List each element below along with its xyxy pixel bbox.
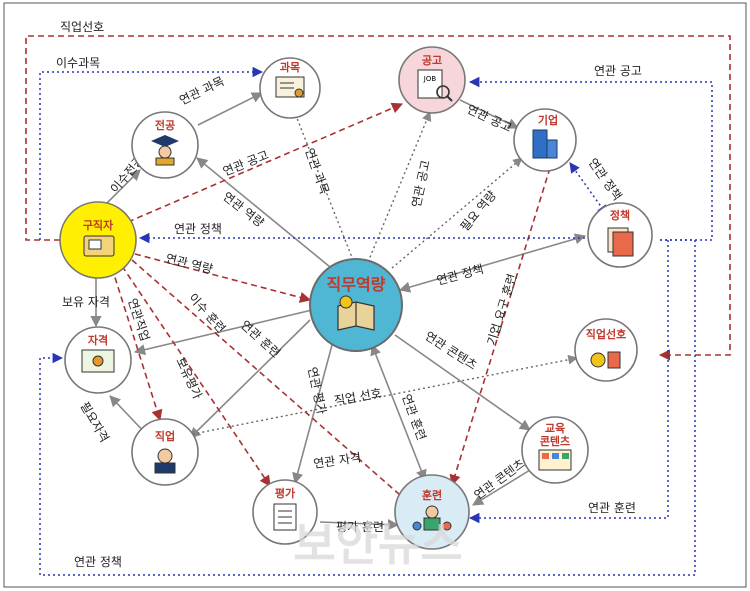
edge-policy-training-route xyxy=(468,240,669,524)
job-ad-node[interactable]: 공고 JOB xyxy=(398,46,466,114)
label-related-policy-3: 연관 정책 xyxy=(435,261,485,288)
certificate-node[interactable]: 자격 xyxy=(64,326,132,394)
label-related-competency-2: 연관 역량 xyxy=(164,251,214,276)
policy-label: 정책 xyxy=(610,208,630,222)
edge-hub-cert xyxy=(133,309,313,356)
edge-hub-eval xyxy=(292,344,333,485)
job-seeker-node[interactable]: 구직자 xyxy=(59,201,137,279)
certificate-icon xyxy=(275,76,305,98)
edge-content-training xyxy=(472,469,531,506)
course-label: 과목 xyxy=(280,60,300,74)
job-preference-label: 직업선호 xyxy=(586,327,626,341)
edge-occupation-jobpref xyxy=(187,354,578,436)
hub-label: 직무역량 xyxy=(327,275,386,294)
occupation-node[interactable]: 직업 xyxy=(131,418,199,486)
label-required-competency: 필요 역량 xyxy=(458,188,500,234)
label-related-ad-2: 연관 공고 xyxy=(465,102,514,135)
label-related-training-2: 연관 훈련 xyxy=(588,501,636,515)
label-related-content-2: 연관 콘텐츠 xyxy=(472,456,528,502)
edge-company-policy xyxy=(569,162,608,216)
worker-icon xyxy=(154,448,176,474)
occupation-label: 직업 xyxy=(155,429,175,443)
job-preference-node[interactable]: 직업선호 xyxy=(574,318,638,382)
course-node[interactable]: 과목 xyxy=(259,57,321,119)
edge-hub-occupation xyxy=(189,319,311,439)
label-company-training: 기업 요구 훈련 xyxy=(484,272,519,347)
education-content-label-2: 콘텐츠 xyxy=(540,434,570,448)
edge-company-training xyxy=(449,167,551,487)
watermark: 보안뉴스 xyxy=(293,517,462,571)
job-ad-icon-text: JOB xyxy=(423,75,437,83)
label-related-policy-bottom: 연관 정책 xyxy=(74,554,122,569)
edge-seeker-hub xyxy=(134,253,312,303)
edge-hub-policy xyxy=(398,233,587,293)
training-node[interactable]: 훈련 xyxy=(394,474,470,550)
trainer-icon xyxy=(412,505,452,531)
label-required-cert: 필요자격 xyxy=(77,400,111,445)
education-content-node[interactable]: 교육 콘텐츠 xyxy=(521,416,589,484)
company-node[interactable]: 기업 xyxy=(513,108,577,172)
license-icon xyxy=(81,349,115,373)
graduate-icon xyxy=(151,135,179,166)
label-related-ad-right: 연관 공고 xyxy=(594,64,642,78)
edge-seeker-occupation xyxy=(111,267,163,422)
edge-hub-major xyxy=(196,157,353,286)
edge-policy-cert-route xyxy=(39,239,696,576)
label-related-policy-1: 연관 정책 xyxy=(586,155,626,203)
edge-hub-training xyxy=(370,343,427,482)
edge-hub-ad xyxy=(367,111,432,263)
resume-folder-icon xyxy=(83,235,115,257)
major-label: 전공 xyxy=(155,118,175,132)
edge-eval-training xyxy=(319,519,400,531)
edge-seeker-course-route xyxy=(39,66,264,240)
preference-gear-icon xyxy=(590,351,621,369)
training-label: 훈련 xyxy=(422,488,442,502)
hub-node[interactable]: 직무역량 xyxy=(309,258,403,352)
edge-seeker-training xyxy=(131,259,409,503)
document-stack-icon xyxy=(607,227,634,257)
label-related-cert: 연관 자격 xyxy=(312,450,361,471)
label-taken-course: 이수과목 xyxy=(56,56,100,70)
outer-frame xyxy=(3,2,747,588)
label-related-training-1: 연관 훈련 xyxy=(238,318,283,361)
education-content-label-1: 교육 xyxy=(545,422,565,435)
label-related-course-v: 연관 과목 xyxy=(302,146,332,196)
policy-node[interactable]: 정책 xyxy=(587,202,653,268)
label-job-pref-top: 직업선호 xyxy=(60,20,104,34)
edge-seeker-eval xyxy=(121,265,271,487)
label-related-content: 연관 콘텐츠 xyxy=(422,329,479,373)
edge-seeker-jobpref-route xyxy=(25,35,731,361)
label-hold-eval: 보유평가 xyxy=(173,355,204,401)
label-related-policy-2: 연관 정책 xyxy=(174,221,222,236)
label-eval-training: 평가 훈련 xyxy=(336,520,384,534)
label-hold-cert: 보유 자격 xyxy=(62,295,110,309)
label-related-course: 연관 과목 xyxy=(177,74,226,108)
certificate-label: 자격 xyxy=(88,333,108,347)
label-related-training-v: 연관 훈련 xyxy=(399,392,429,442)
building-icon xyxy=(532,129,558,159)
edge-ad-company xyxy=(459,99,520,129)
evaluation-label: 평가 xyxy=(275,486,295,500)
job-seeker-label: 구직자 xyxy=(83,218,114,232)
job-ad-label: 공고 xyxy=(422,54,442,67)
book-gear-icon xyxy=(337,295,375,331)
content-board-icon xyxy=(538,449,572,471)
edge-hub-company xyxy=(391,157,523,269)
company-label: 기업 xyxy=(538,113,558,127)
label-related-ad-v: 연관 공고 xyxy=(409,159,433,209)
evaluation-node[interactable]: 평가 xyxy=(252,479,318,545)
label-job-pref-mid: 직업 선호 xyxy=(333,386,383,408)
label-related-ad-mid: 연관 공고 xyxy=(221,148,271,179)
edge-major-course xyxy=(197,92,264,126)
job-search-icon: JOB xyxy=(417,69,453,102)
major-node[interactable]: 전공 xyxy=(131,111,199,179)
test-paper-icon xyxy=(273,503,297,531)
